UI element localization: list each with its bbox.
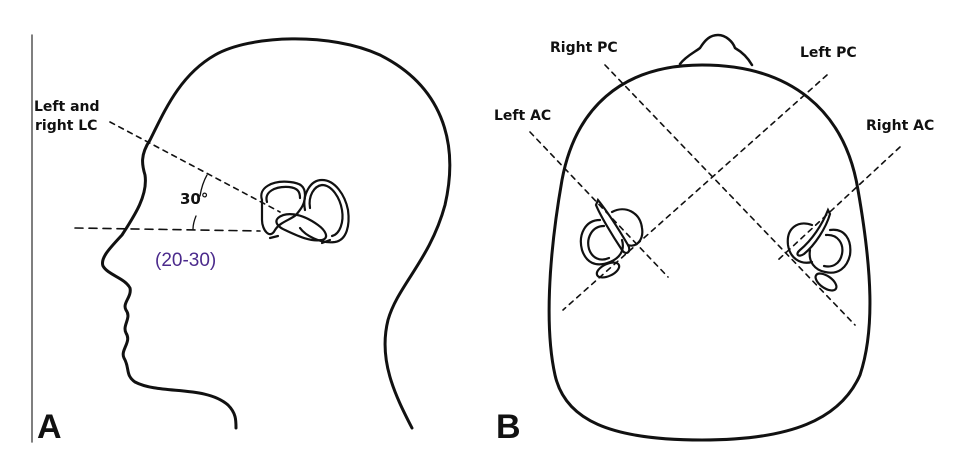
right-pc-label: Right PC: [550, 40, 618, 56]
head-profile-outline: [100, 37, 452, 430]
panel-a-letter: A: [37, 408, 62, 446]
left-ac-label: Left AC: [494, 108, 552, 124]
angle-label: 30°: [180, 190, 209, 208]
horizontal-reference-dashed-line: [74, 227, 261, 232]
lc-label-line1: Left and: [34, 99, 100, 115]
left-pc-dashed-line: [562, 74, 828, 311]
right-pc-dashed-line: [604, 64, 856, 326]
right-labyrinth-icon: [786, 207, 852, 292]
skull-top-view-outline: [547, 63, 872, 442]
lc-label-line2: right LC: [35, 118, 98, 134]
angle-range-label: (20-30): [155, 250, 217, 271]
right-ac-dashed-line: [777, 146, 901, 261]
nose-outline: [678, 33, 754, 67]
left-ac-dashed-line: [529, 131, 669, 278]
left-pc-label: Left PC: [800, 45, 857, 61]
labyrinth-side-icon: [260, 178, 350, 245]
lc-plane-dashed-line: [109, 121, 281, 213]
right-ac-label: Right AC: [866, 118, 935, 134]
left-labyrinth-icon: [579, 197, 644, 279]
angle-arrow: [192, 174, 208, 230]
panel-b-letter: B: [496, 408, 521, 446]
